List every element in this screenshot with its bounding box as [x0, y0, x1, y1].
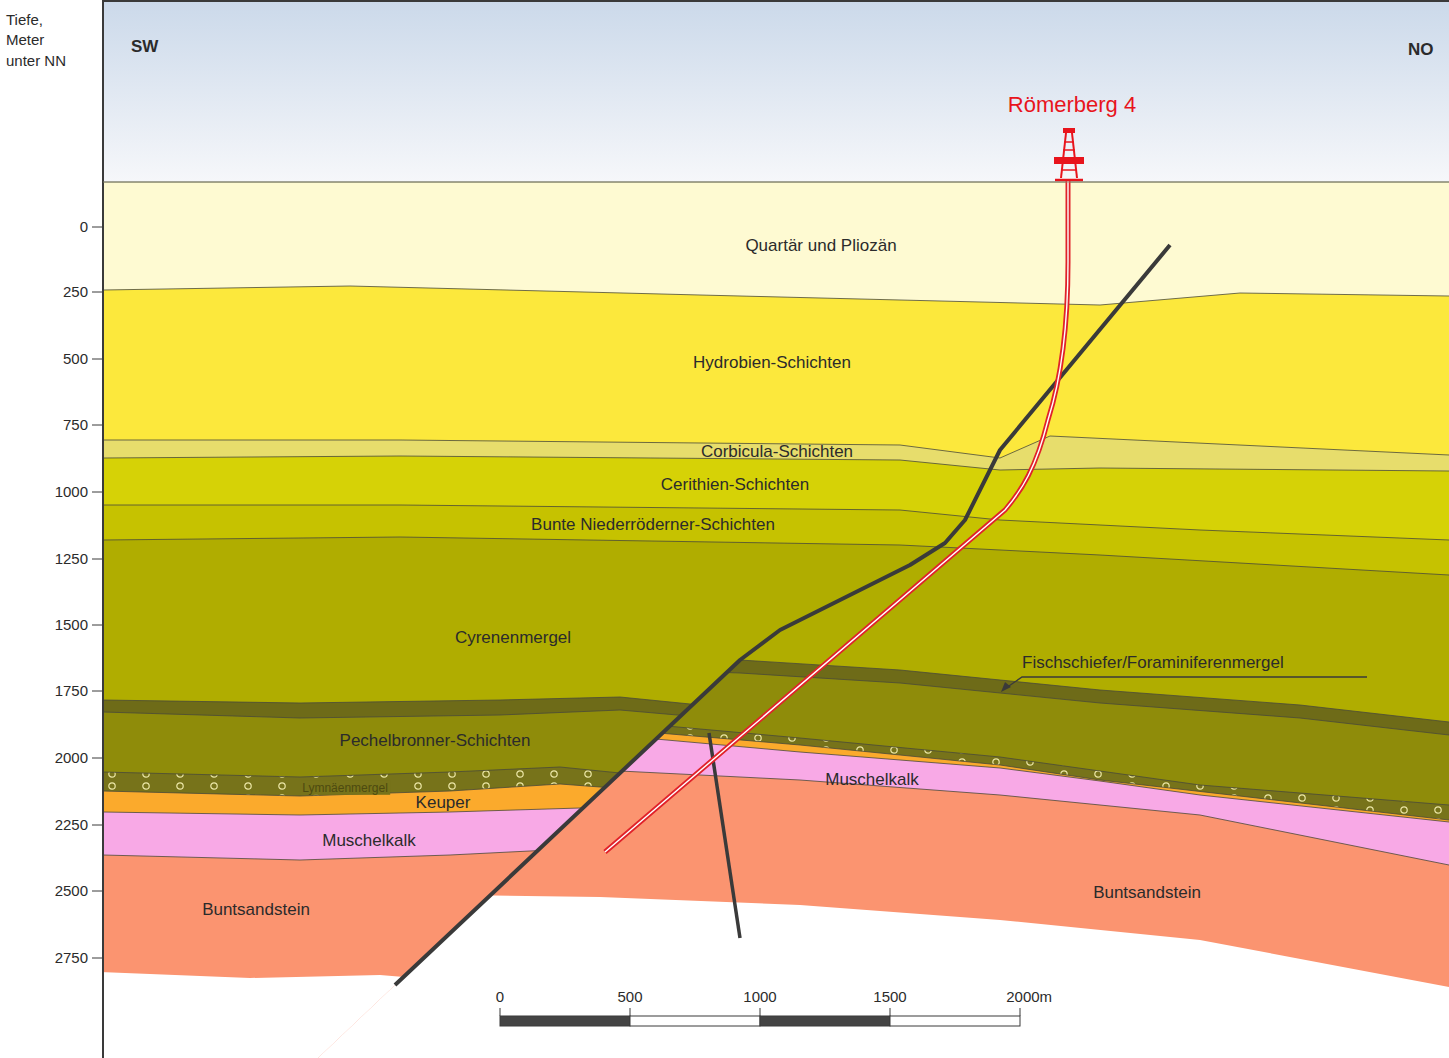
layer-name: Cyrenenmergel [455, 628, 571, 648]
depth-tick-label: 1750 [55, 682, 88, 700]
layer-name: Fischschiefer/Foraminiferenmergel [1022, 653, 1284, 673]
scale-label: 2000m [1006, 988, 1052, 1006]
depth-tick-label: 2750 [55, 949, 88, 967]
layer-name: Cerithien-Schichten [661, 475, 809, 495]
depth-tick-label: 2000 [55, 749, 88, 767]
depth-tick-label: 2250 [55, 816, 88, 834]
scale-label: 500 [617, 988, 642, 1006]
scale-label: 1500 [873, 988, 906, 1006]
depth-tick-label: 0 [80, 218, 88, 236]
depth-tick-label: 750 [63, 416, 88, 434]
depth-tick-label: 2500 [55, 882, 88, 900]
layer-name: Muschelkalk [825, 770, 919, 790]
scale-label: 1000 [743, 988, 776, 1006]
layer-name: Bunte Niederröderner-Schichten [531, 515, 775, 535]
depth-tick-label: 500 [63, 350, 88, 368]
layer-name: Buntsandstein [1093, 883, 1201, 903]
axis-title: Tiefe, Meter unter NN [6, 10, 82, 71]
direction-label: SW [131, 37, 158, 57]
depth-tick-label: 1250 [55, 550, 88, 568]
layer-name: Keuper [416, 793, 471, 813]
direction-label: NO [1408, 40, 1434, 60]
depth-tick-label: 1000 [55, 483, 88, 501]
layer-name: Muschelkalk [322, 831, 416, 851]
layer-name: Corbicula-Schichten [701, 442, 853, 462]
depth-tick-label: 250 [63, 283, 88, 301]
layer-name: Lymnäenmergel [300, 781, 390, 795]
layer-name: Hydrobien-Schichten [693, 353, 851, 373]
scale-label: 0 [496, 988, 504, 1006]
layer-name: Buntsandstein [202, 900, 310, 920]
depth-tick-label: 1500 [55, 616, 88, 634]
layer-name: Pechelbronner-Schichten [340, 731, 531, 751]
well-name: Römerberg 4 [1008, 92, 1136, 118]
layer-name: Quartär und Pliozän [745, 236, 896, 256]
